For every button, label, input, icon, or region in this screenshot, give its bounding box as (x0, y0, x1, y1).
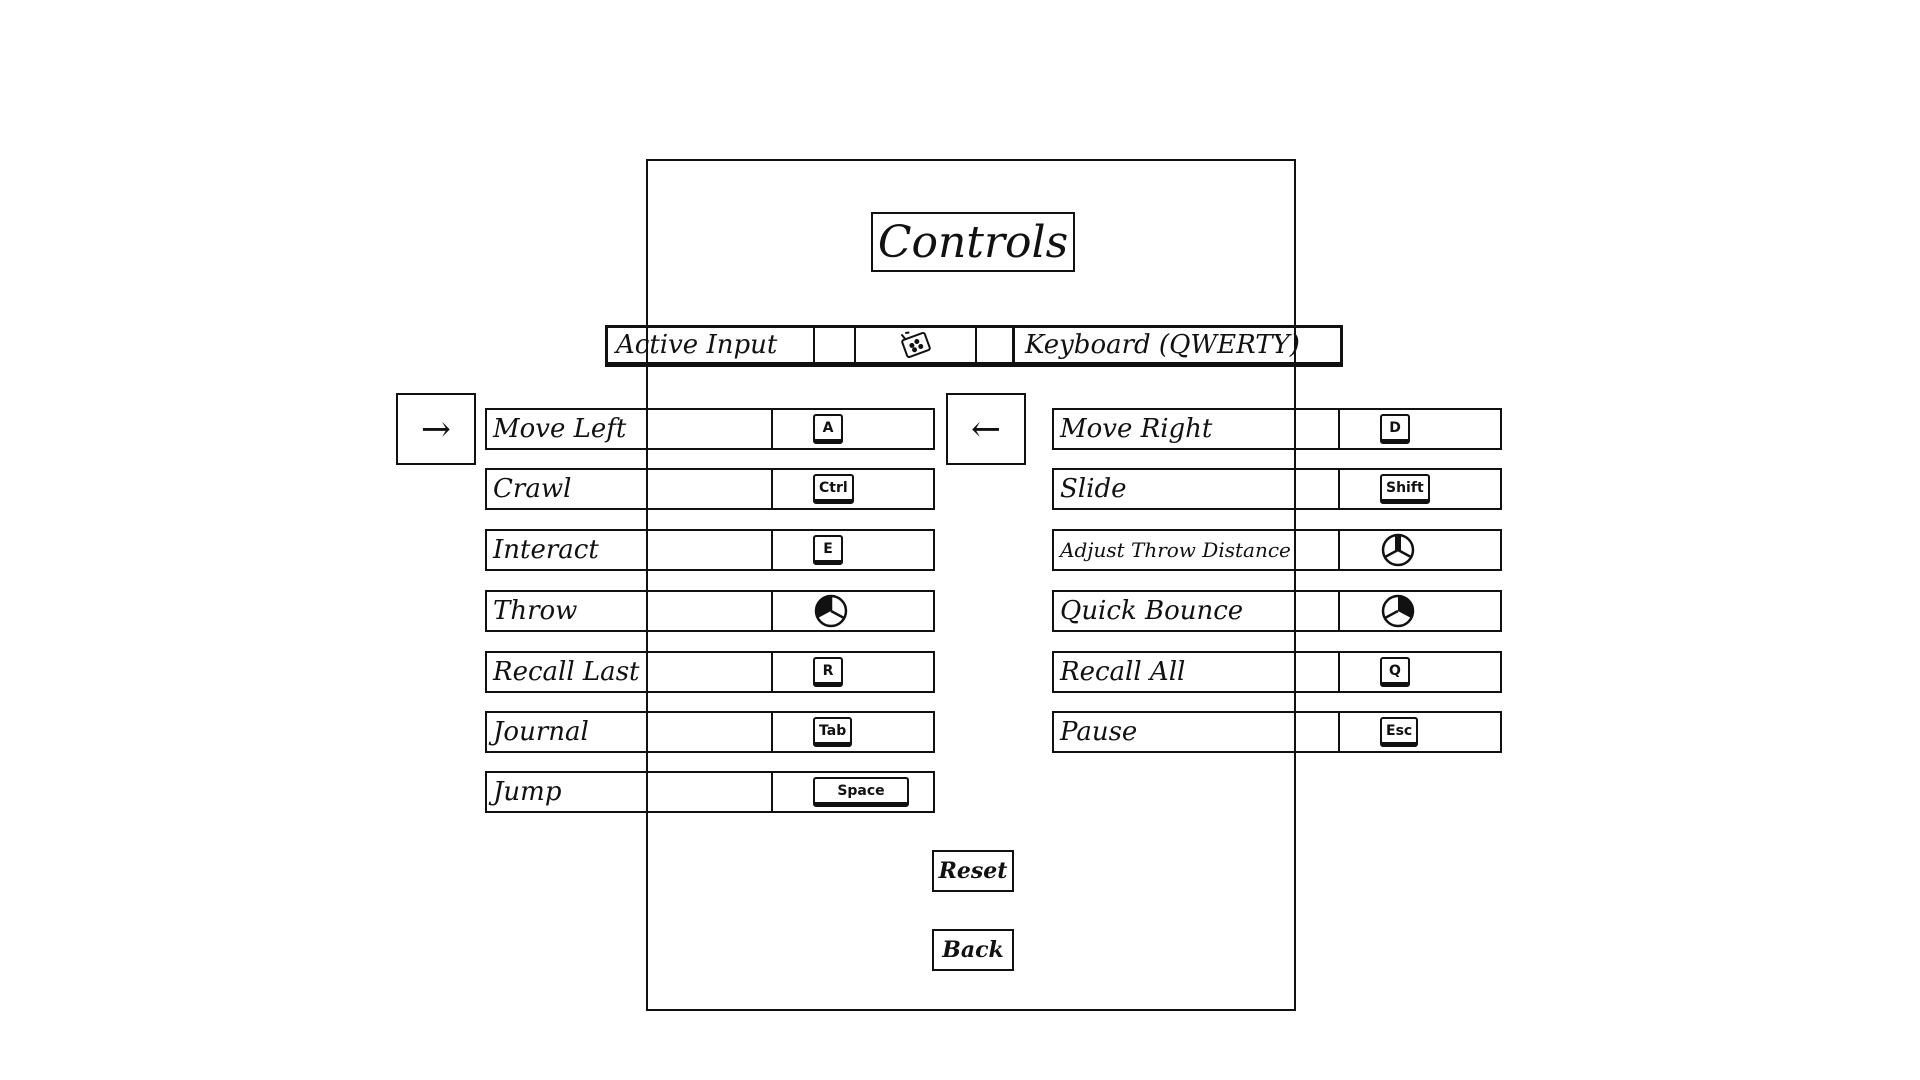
binding-row-jump[interactable]: Jump Space (485, 771, 935, 813)
binding-action: Jump (487, 773, 773, 811)
binding-row-recall-last[interactable]: Recall Last R (485, 651, 935, 693)
binding-action: Journal (487, 713, 773, 751)
arrow-right-icon[interactable]: → (396, 393, 476, 465)
binding-action: Recall Last (487, 653, 773, 691)
binding-row-slide[interactable]: Slide Shift (1052, 468, 1502, 510)
keycap: Ctrl (813, 474, 854, 504)
binding-row-move-right[interactable]: Move Right D (1052, 408, 1502, 450)
keycap: E (813, 535, 843, 565)
active-input-selector[interactable]: Active Input Keyboard (QWERTY) (605, 325, 1343, 367)
keycap: Esc (1380, 717, 1419, 747)
binding-row-journal[interactable]: Journal Tab (485, 711, 935, 753)
binding-row-quick-bounce[interactable]: Quick Bounce (1052, 590, 1502, 632)
keycap: Shift (1380, 474, 1430, 504)
input-prev-slot[interactable] (815, 328, 856, 362)
binding-action: Throw (487, 592, 773, 630)
binding-action: Interact (487, 531, 773, 569)
page-title: Controls (871, 212, 1075, 272)
keycap: R (813, 657, 843, 687)
binding-row-crawl[interactable]: Crawl Ctrl (485, 468, 935, 510)
binding-row-move-left[interactable]: Move Left A (485, 408, 935, 450)
binding-action: Pause (1054, 713, 1340, 751)
right-mouse-icon (1381, 594, 1415, 628)
active-input-value: Keyboard (QWERTY) (1025, 330, 1300, 360)
mouse-wheel-icon (1381, 533, 1415, 567)
binding-row-interact[interactable]: Interact E (485, 529, 935, 571)
gamepad-icon (856, 328, 977, 362)
binding-action: Quick Bounce (1054, 592, 1340, 630)
binding-action: Slide (1054, 470, 1340, 508)
keycap: Q (1380, 657, 1410, 687)
binding-row-throw[interactable]: Throw (485, 590, 935, 632)
binding-action: Move Left (487, 410, 773, 448)
keycap: A (813, 414, 843, 444)
binding-row-adjust-throw-distance[interactable]: Adjust Throw Distance (1052, 529, 1502, 571)
arrow-left-icon[interactable]: ← (946, 393, 1026, 465)
back-button[interactable]: Back (932, 929, 1014, 971)
binding-row-pause[interactable]: Pause Esc (1052, 711, 1502, 753)
active-input-label: Active Input (608, 328, 815, 362)
reset-button[interactable]: Reset (932, 850, 1014, 892)
binding-action: Crawl (487, 470, 773, 508)
binding-action: Move Right (1054, 410, 1340, 448)
binding-action: Adjust Throw Distance (1054, 531, 1340, 569)
keycap: Space (813, 777, 909, 807)
left-mouse-icon (814, 594, 848, 628)
binding-row-recall-all[interactable]: Recall All Q (1052, 651, 1502, 693)
controls-panel (646, 159, 1296, 1011)
binding-action: Recall All (1054, 653, 1340, 691)
keycap: D (1380, 414, 1410, 444)
keycap: Tab (813, 717, 853, 747)
input-next-slot[interactable] (977, 328, 1015, 362)
